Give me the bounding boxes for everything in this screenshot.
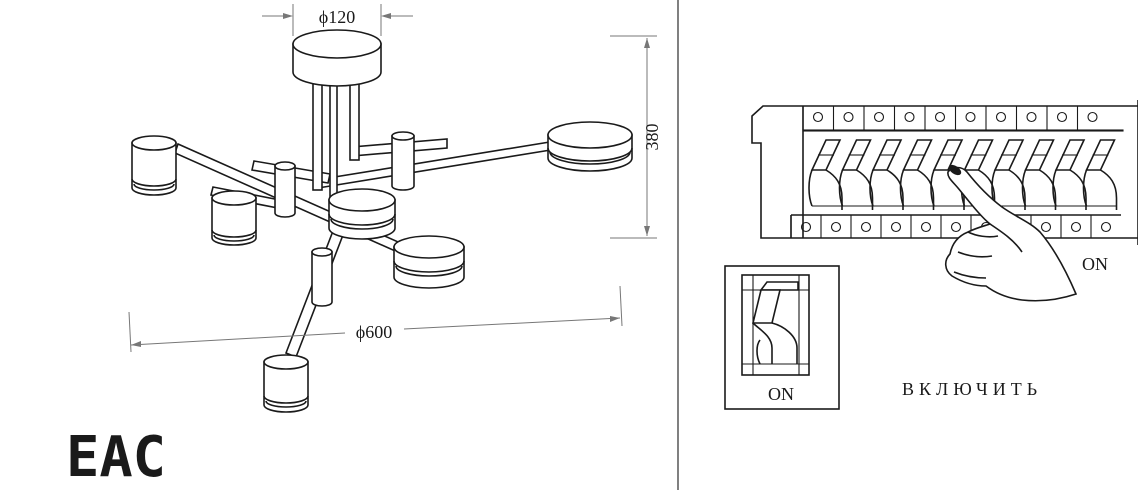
terminal-screw — [965, 111, 976, 123]
breaker-module — [960, 139, 996, 210]
breaker-panel: ON — [751, 100, 1138, 302]
dimension-height: 380 — [610, 35, 662, 239]
joint-cylinders — [274, 131, 415, 307]
terminal-screw — [1040, 221, 1052, 233]
terminal-screw — [904, 111, 915, 123]
terminal-strip-top — [802, 106, 1124, 238]
lamp-shade-6 — [263, 354, 309, 413]
terminal-screw — [812, 111, 824, 123]
ceiling-canopy — [292, 29, 382, 87]
span-diameter-label: ϕ600 — [356, 322, 392, 342]
terminal-screw — [934, 111, 946, 123]
terminal-screw — [1026, 111, 1037, 123]
height-label: 380 — [642, 124, 662, 151]
chandelier-drawing — [131, 29, 633, 413]
terminal-screw — [1100, 221, 1112, 233]
terminal-screw — [843, 111, 854, 123]
terminal-screw — [920, 221, 932, 233]
breaker-module — [991, 139, 1026, 210]
breaker-module — [838, 139, 874, 210]
terminal-screw — [1087, 111, 1098, 123]
lamp-shades — [131, 121, 633, 413]
terminal-screw — [800, 221, 812, 233]
terminal-screw — [830, 221, 842, 233]
terminal-screw — [873, 111, 885, 123]
switch-detail: ON — [724, 265, 840, 410]
terminal-screw — [950, 221, 962, 233]
breaker-module — [1052, 139, 1087, 210]
canopy-diameter-label: ϕ120 — [319, 7, 355, 27]
terminal-strip-bottom — [790, 214, 1121, 238]
eac-certification-mark: EAC — [66, 425, 166, 490]
breaker-modules — [808, 139, 1118, 210]
detail-on-label: ON — [768, 384, 794, 404]
lamp-shade-4 — [328, 188, 396, 240]
terminal-screw — [890, 221, 902, 233]
lamp-shade-1 — [131, 135, 177, 196]
breaker-module — [1021, 139, 1057, 210]
instruction-label: ВКЛЮЧИТЬ — [902, 379, 1042, 399]
dimension-canopy: ϕ120 — [262, 4, 413, 36]
breaker-module — [1082, 139, 1118, 210]
dimension-span: ϕ600 — [128, 285, 623, 353]
breaker-module — [899, 139, 935, 210]
lamp-shade-5 — [393, 235, 465, 289]
terminal-screw — [860, 221, 872, 233]
lamp-shade-3 — [547, 121, 633, 172]
terminal-screw — [1056, 111, 1068, 123]
terminal-screw — [995, 111, 1007, 123]
terminal-screw — [1070, 221, 1082, 233]
panel-on-label: ON — [1082, 254, 1108, 274]
breaker-module — [808, 139, 843, 210]
breaker-module — [869, 139, 904, 210]
lamp-shade-2 — [211, 190, 257, 246]
hand-illustration — [944, 164, 1078, 302]
